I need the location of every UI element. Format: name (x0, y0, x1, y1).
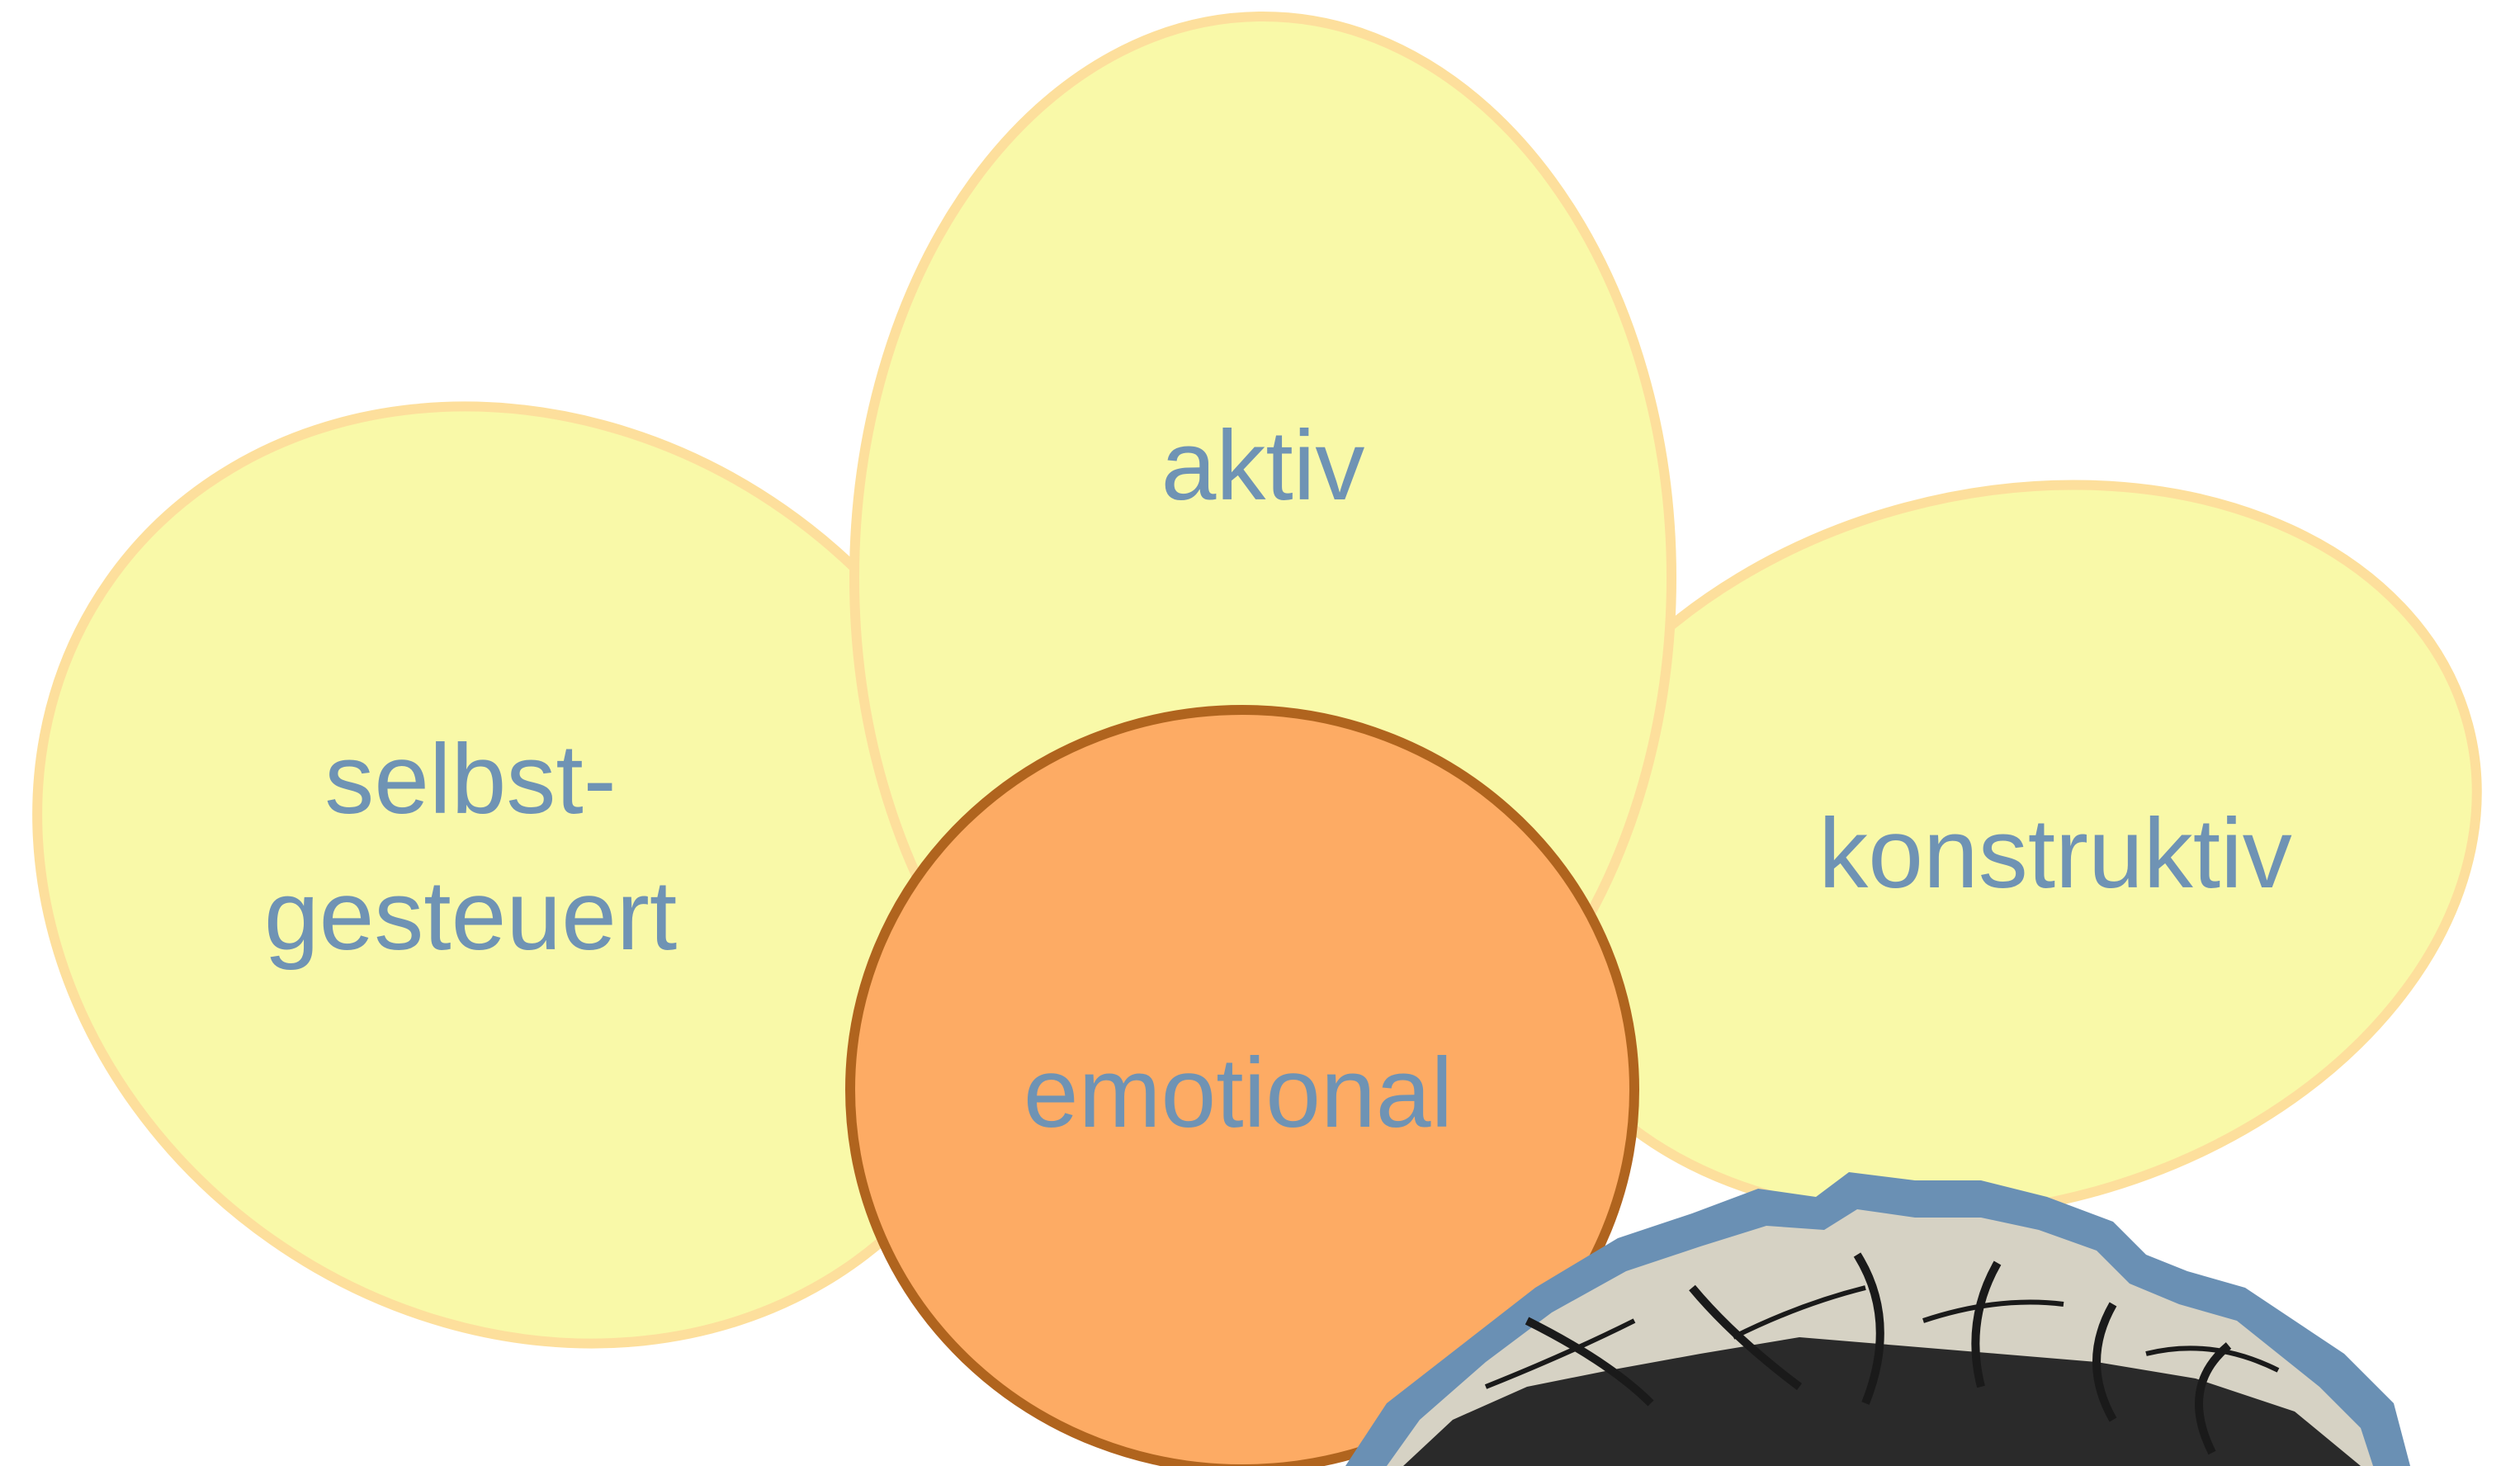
center-label: emotional (1024, 1038, 1453, 1148)
center-circle (845, 705, 1639, 1466)
petal-top-label: aktiv (1161, 410, 1365, 521)
brain-tissue-photo-icon (1345, 1172, 2410, 1466)
petal-right-label: konstruktiv (1818, 798, 2292, 909)
petal-left-label-line1: selbst- (324, 724, 616, 835)
petal-left-label-line2: gesteuert (264, 860, 677, 971)
